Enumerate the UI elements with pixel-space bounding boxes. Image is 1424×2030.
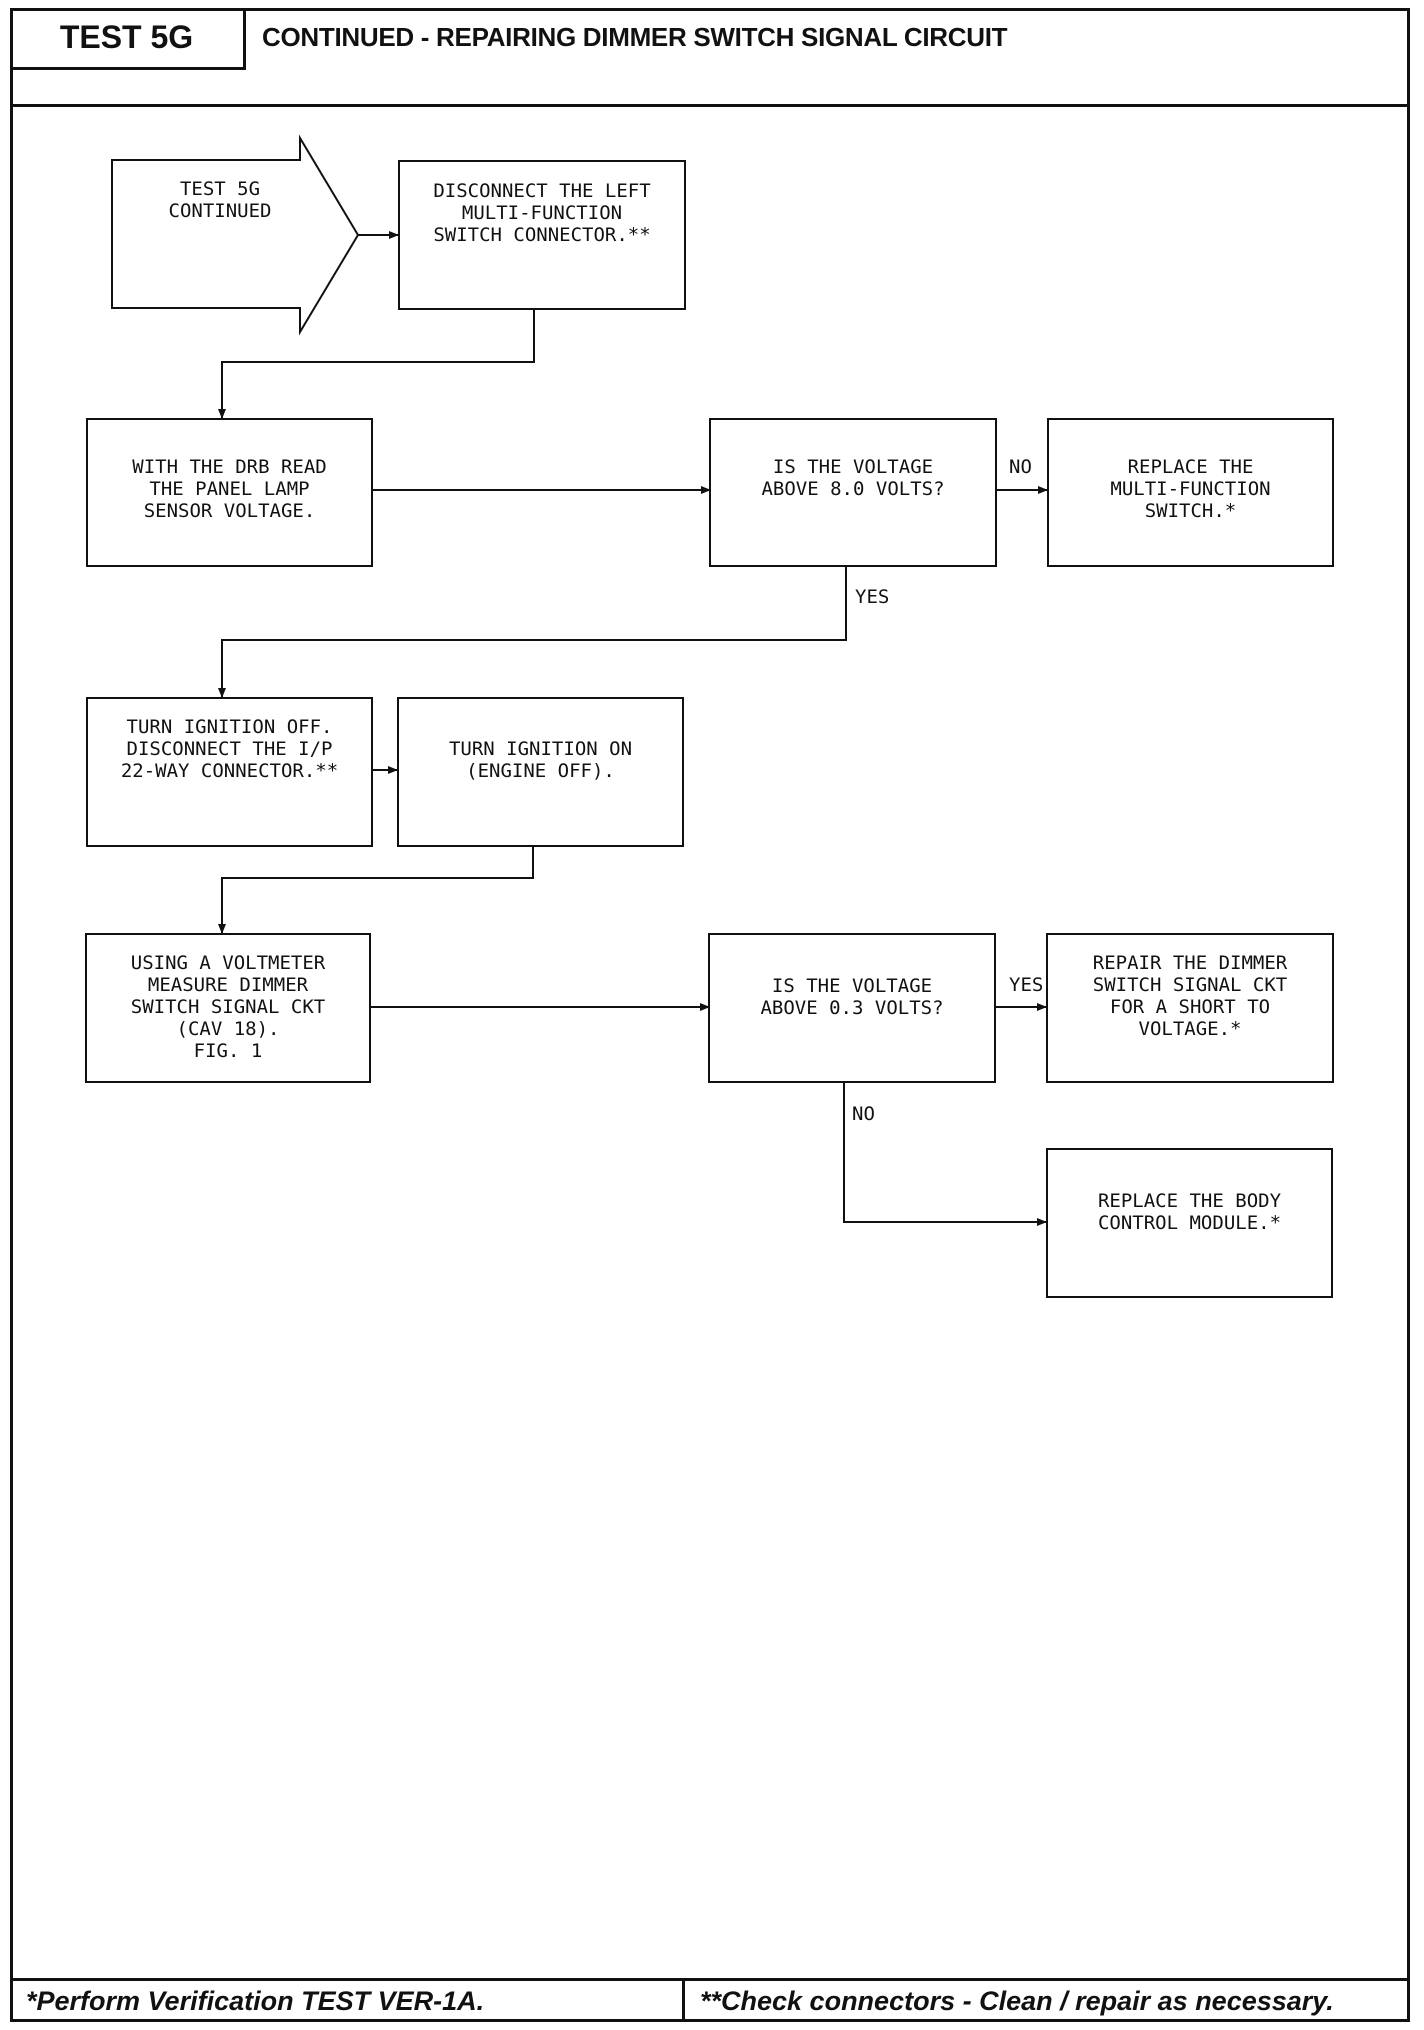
box-text: TURN IGNITION OFF.: [126, 716, 333, 738]
repair-dimmer-box: REPAIR THE DIMMER SWITCH SIGNAL CKT FOR …: [1046, 933, 1334, 1083]
box-text: REPAIR THE DIMMER: [1092, 952, 1288, 974]
disconnect-left-box: DISCONNECT THE LEFT MULTI-FUNCTION SWITC…: [398, 160, 686, 310]
footer-note-verification: *Perform Verification TEST VER-1A.: [26, 1986, 485, 2016]
box-text: CONTROL MODULE.*: [1097, 1212, 1282, 1234]
box-text: TURN IGNITION ON: [448, 738, 633, 760]
box-text: IS THE VOLTAGE: [771, 975, 933, 997]
box-text: REPLACE THE BODY: [1097, 1190, 1282, 1212]
test-label: TEST 5G: [10, 8, 246, 70]
box-text: SWITCH SIGNAL CKT: [130, 996, 326, 1018]
box-text: (CAV 18).: [176, 1018, 280, 1040]
ignition-on-box: TURN IGNITION ON (ENGINE OFF).: [397, 697, 684, 847]
connector-on-voltmeter: [218, 846, 534, 934]
voltage-03-decision-box: IS THE VOLTAGE ABOVE 0.3 VOLTS?: [708, 933, 996, 1083]
page-frame: [10, 8, 1410, 2022]
start-arrow-shape: [111, 134, 360, 336]
voltmeter-box: USING A VOLTMETER MEASURE DIMMER SWITCH …: [85, 933, 371, 1083]
box-text: FOR A SHORT TO: [1109, 996, 1271, 1018]
box-text: ABOVE 8.0 VOLTS?: [761, 478, 945, 500]
footer-divider: [10, 1978, 1410, 1981]
box-text: DISCONNECT THE LEFT: [433, 180, 651, 202]
replace-mfs-box: REPLACE THE MULTI-FUNCTION SWITCH.*: [1047, 418, 1334, 567]
footer-note-connectors: **Check connectors - Clean / repair as n…: [700, 1986, 1334, 2016]
voltage-8-decision-box: IS THE VOLTAGE ABOVE 8.0 VOLTS?: [709, 418, 997, 567]
label-yes: YES: [855, 586, 890, 608]
label-yes: YES: [1009, 974, 1044, 996]
box-text: SWITCH.*: [1144, 500, 1237, 522]
box-text: ABOVE 0.3 VOLTS?: [760, 997, 944, 1019]
label-no: NO: [852, 1103, 875, 1125]
box-text: USING A VOLTMETER: [130, 952, 326, 974]
connector-disconnect-read: [218, 309, 535, 419]
box-text: FIG. 1: [193, 1040, 263, 1062]
box-text: IS THE VOLTAGE: [772, 456, 934, 478]
box-text: (ENGINE OFF).: [466, 760, 615, 782]
connector-voltage8-ignitionoff: [218, 566, 847, 698]
footer-separator: [682, 1978, 685, 2022]
label-no: NO: [1009, 456, 1032, 478]
start-text-1: TEST 5G: [179, 178, 261, 200]
box-text: VOLTAGE.*: [1138, 1018, 1242, 1040]
box-text: SWITCH CONNECTOR.**: [433, 224, 651, 246]
box-text: SENSOR VOLTAGE.: [143, 500, 316, 522]
start-node: TEST 5G CONTINUED: [120, 178, 320, 222]
connector-voltage03-bcm: [843, 1082, 1047, 1226]
box-text: MULTI-FUNCTION: [1110, 478, 1271, 500]
box-text: MULTI-FUNCTION: [461, 202, 623, 224]
box-text: WITH THE DRB READ: [132, 456, 327, 478]
box-text: DISCONNECT THE I/P: [126, 738, 333, 760]
box-text: SWITCH SIGNAL CKT: [1092, 974, 1288, 996]
box-text: REPLACE THE: [1127, 456, 1254, 478]
box-text: 22-WAY CONNECTOR.**: [120, 760, 339, 782]
page-title: CONTINUED - REPAIRING DIMMER SWITCH SIGN…: [262, 22, 1008, 52]
box-text: THE PANEL LAMP: [149, 478, 310, 500]
header-divider: [10, 104, 1410, 107]
ignition-off-box: TURN IGNITION OFF. DISCONNECT THE I/P 22…: [86, 697, 373, 847]
box-text: MEASURE DIMMER: [147, 974, 309, 996]
replace-bcm-box: REPLACE THE BODY CONTROL MODULE.*: [1046, 1148, 1333, 1298]
read-drb-box: WITH THE DRB READ THE PANEL LAMP SENSOR …: [86, 418, 373, 567]
start-text-2: CONTINUED: [168, 200, 272, 222]
